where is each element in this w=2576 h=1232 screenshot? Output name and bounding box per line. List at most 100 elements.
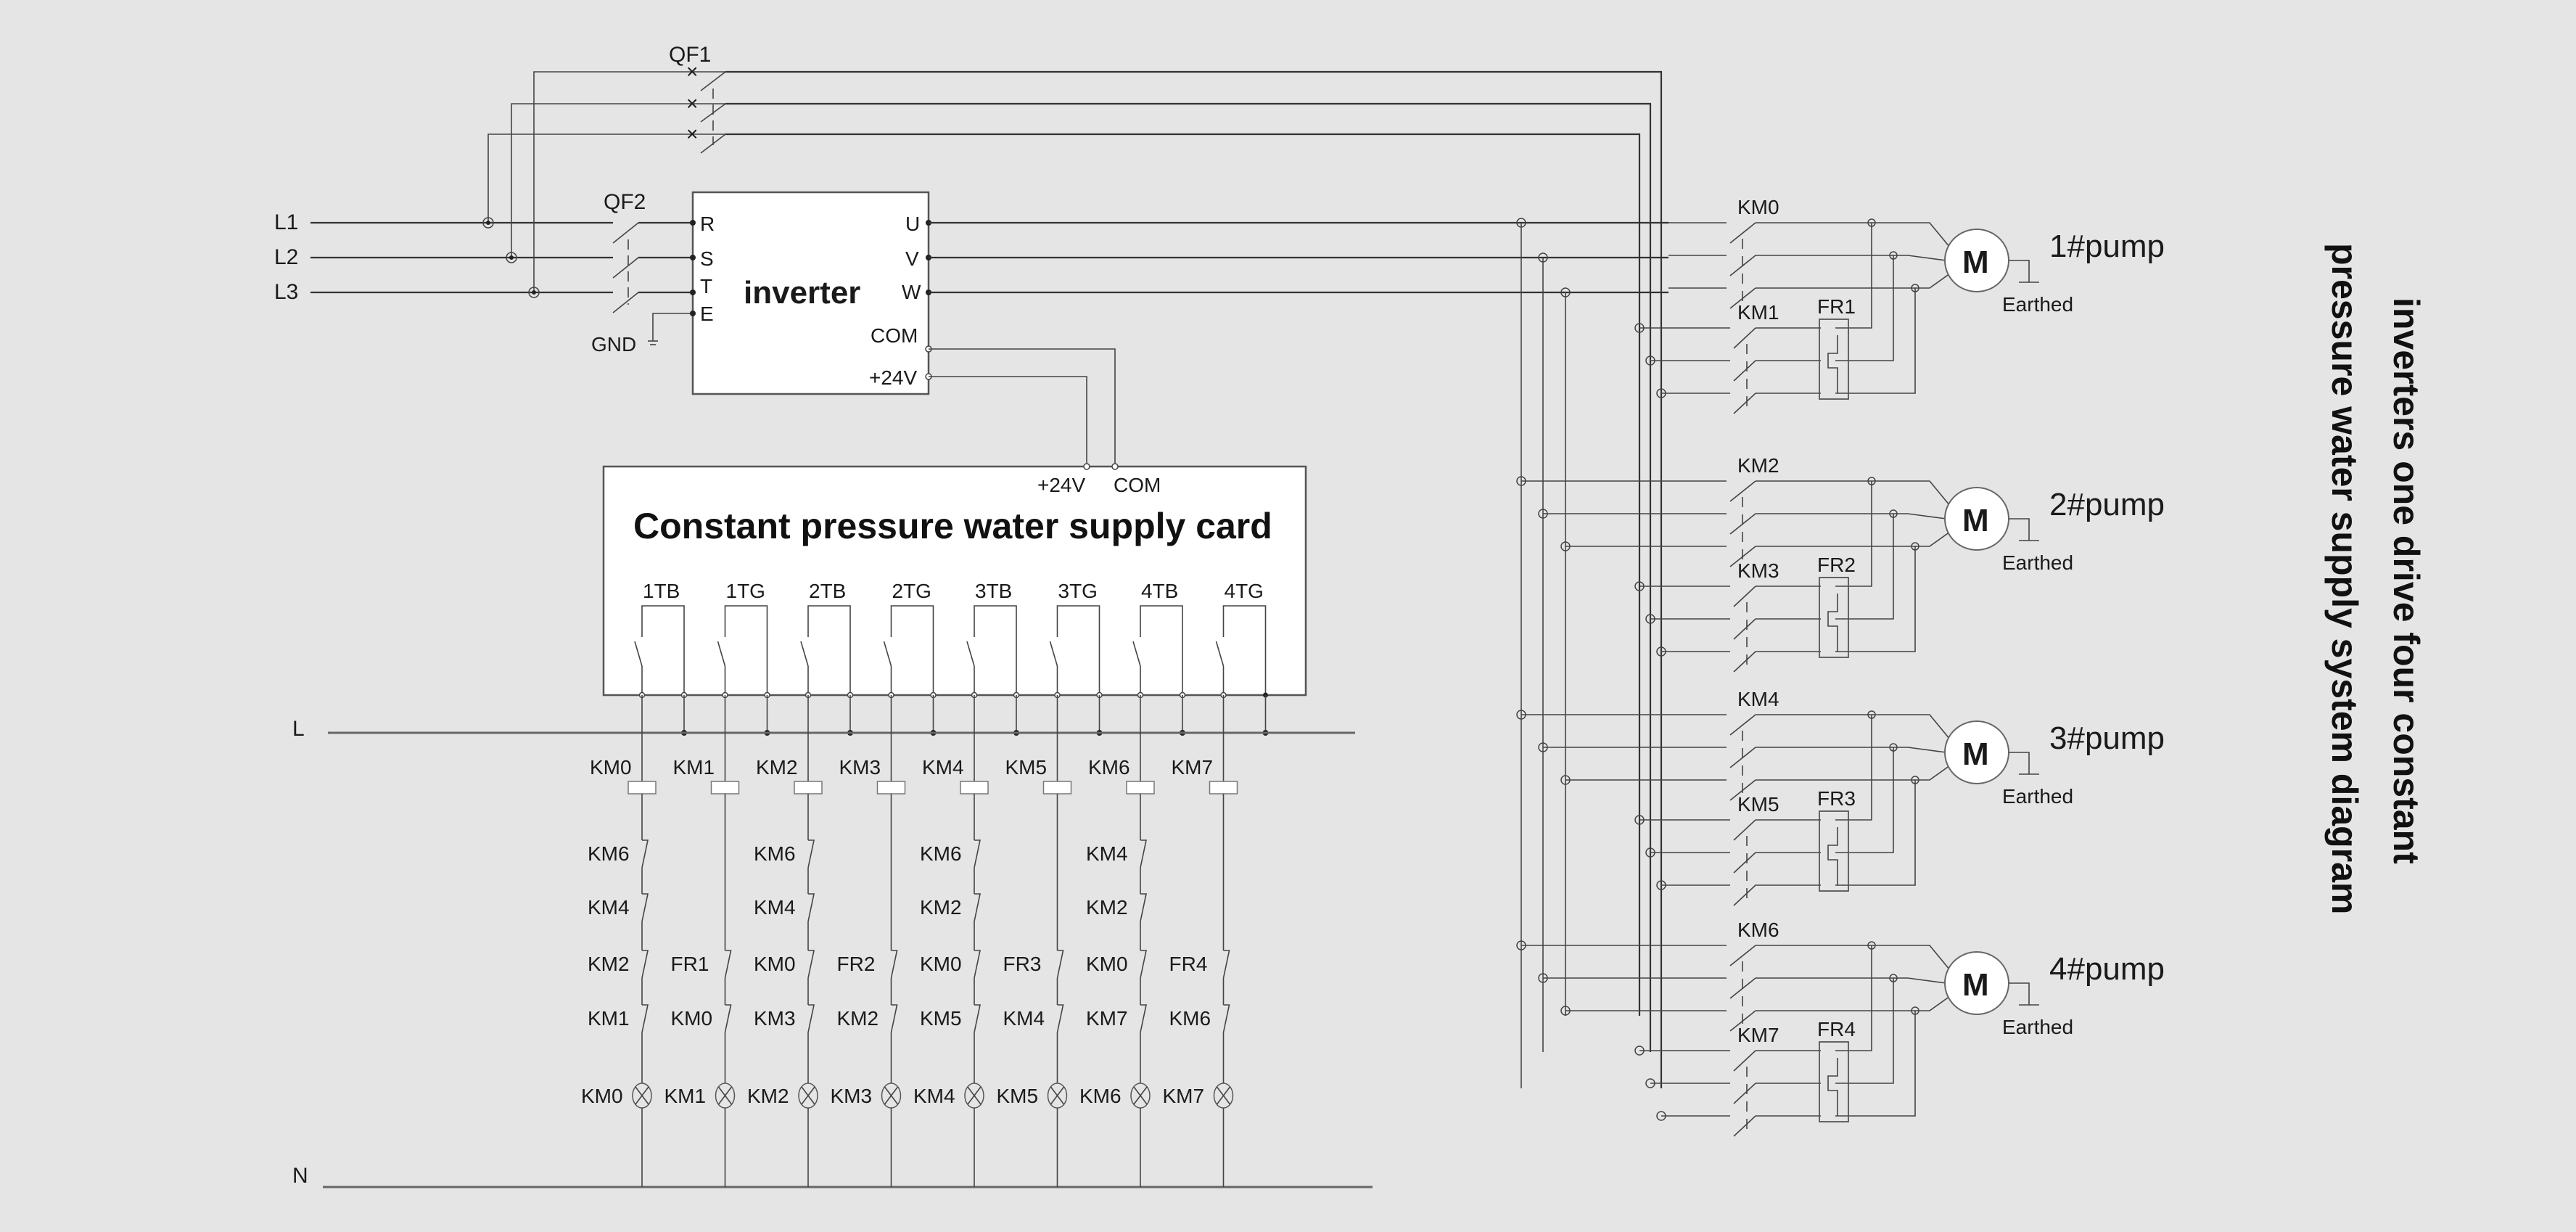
contact-label: KM6: [1169, 1007, 1211, 1030]
coil-label: KM7: [1172, 756, 1214, 779]
coil-symbol: [960, 781, 989, 794]
overload-relay: [1819, 1041, 1849, 1122]
inverter-com-label: COM: [871, 324, 918, 347]
card-title: Constant pressure water supply card: [633, 506, 1272, 546]
coil-label: KM1: [673, 756, 715, 779]
contact-label: KM4: [588, 896, 630, 919]
contact-label: KM2: [920, 896, 962, 919]
terminal-label: 2TG: [892, 580, 931, 602]
relay-label: FR2: [1817, 554, 1856, 576]
card-terminal-2tb: 2TB: [800, 580, 854, 736]
contact-label: FR2: [837, 953, 876, 975]
inverter-24v-label: +24V: [869, 366, 917, 389]
contact-label: KM0: [754, 953, 796, 975]
contact-label: FR4: [1169, 953, 1208, 975]
terminal-label: 3TG: [1058, 580, 1098, 602]
qf1-label: QF1: [669, 43, 711, 67]
inverter-input-r: R: [700, 213, 715, 235]
inverter-title: inverter: [744, 275, 860, 311]
line-label-l2: L2: [274, 245, 298, 269]
lamp-label: KM0: [581, 1085, 623, 1107]
coil-label: KM5: [1005, 756, 1048, 779]
contact-label: KM2: [1086, 896, 1128, 919]
overload-relay: [1819, 810, 1849, 892]
card-terminal-3tg: 3TG: [1049, 580, 1103, 736]
coil-symbol: [1042, 781, 1072, 794]
contact-label: KM6: [920, 842, 962, 865]
contact-label: KM0: [671, 1007, 713, 1030]
relay-label: FR4: [1817, 1018, 1856, 1040]
lamp-label: KM2: [747, 1085, 789, 1107]
coil-label: KM4: [922, 756, 964, 779]
var-contactor-label: KM4: [1737, 688, 1779, 710]
indicator-lamp-icon: [1130, 1083, 1151, 1109]
coil-symbol: [710, 781, 740, 794]
lamp-label: KM3: [831, 1085, 873, 1107]
terminal-label: 4TG: [1225, 580, 1264, 602]
contact-label: FR3: [1003, 953, 1042, 975]
diagram-title: inverters one drive four constant pressu…: [2324, 243, 2427, 914]
contact-label: KM2: [837, 1007, 879, 1030]
coil-label: KM0: [590, 756, 632, 779]
mains-contactor-label: KM1: [1737, 301, 1779, 324]
qf2-label: QF2: [604, 190, 646, 214]
contact-label: KM0: [1086, 953, 1128, 975]
contact-label: KM4: [1003, 1007, 1045, 1030]
lamp-label: KM7: [1163, 1085, 1205, 1107]
indicator-lamp-icon: [715, 1083, 736, 1109]
motor-label: M: [1962, 503, 1989, 538]
title-line-2: pressure water supply system diagram: [2324, 243, 2365, 914]
inverter-output-v: V: [905, 247, 919, 270]
contact-label: KM2: [588, 953, 630, 975]
contact-label: KM4: [1086, 842, 1128, 865]
overload-relay: [1819, 577, 1849, 658]
card-com-label: COM: [1114, 474, 1161, 496]
contact-label: KM7: [1086, 1007, 1128, 1030]
pump-name: 3#pump: [2049, 720, 2165, 756]
power-input: L1 L2 L3: [274, 71, 725, 304]
lamp-label: KM6: [1079, 1085, 1122, 1107]
coil-symbol: [1126, 781, 1155, 794]
motor-icon: M: [1944, 487, 2009, 551]
var-contactor-label: KM6: [1737, 919, 1779, 941]
indicator-lamp-icon: [632, 1083, 652, 1109]
indicator-lamp-icon: [1213, 1083, 1234, 1109]
inverter-output-w: W: [902, 281, 921, 303]
earth-label: Earthed: [2002, 293, 2073, 316]
coil-symbol: [794, 781, 823, 794]
motor-bus: [1516, 218, 1571, 1088]
terminal-label: 1TG: [726, 580, 765, 602]
mains-contactor-label: KM7: [1737, 1024, 1779, 1046]
earth-label: Earthed: [2002, 785, 2073, 808]
indicator-lamp-icon: [1047, 1083, 1068, 1109]
bus-n-label: N: [292, 1164, 308, 1188]
gnd-label: GND: [591, 333, 636, 356]
motor-icon: M: [1944, 951, 2009, 1015]
indicator-lamp-icon: [881, 1083, 902, 1109]
coil-label: KM6: [1088, 756, 1130, 779]
svg-text:×: ×: [686, 60, 698, 83]
contact-label: KM1: [588, 1007, 630, 1030]
contact-label: KM6: [588, 842, 630, 865]
pump-name: 2#pump: [2049, 487, 2165, 522]
terminal-label: 3TB: [975, 580, 1012, 602]
lamp-label: KM4: [913, 1085, 955, 1107]
contact-label: KM0: [920, 953, 962, 975]
lamp-label: KM1: [664, 1085, 707, 1107]
indicator-lamp-icon: [798, 1083, 818, 1109]
pump-name: 4#pump: [2049, 951, 2165, 987]
contact-label: FR1: [671, 953, 709, 975]
terminal-label: 2TB: [809, 580, 846, 602]
coil-label: KM3: [839, 756, 881, 779]
